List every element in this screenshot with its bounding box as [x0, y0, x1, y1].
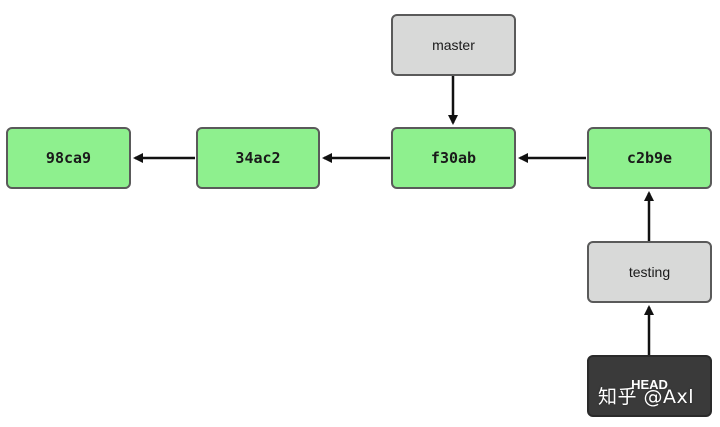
head-pointer: HEAD [587, 355, 712, 417]
branch-master: master [391, 14, 516, 76]
branch-testing: testing [587, 241, 712, 303]
commit-c2b9e: c2b9e [587, 127, 712, 189]
commit-34ac2: 34ac2 [196, 127, 320, 189]
watermark-text: 知乎 @Axl [598, 386, 695, 408]
commit-98ca9: 98ca9 [6, 127, 131, 189]
commit-f30ab: f30ab [391, 127, 516, 189]
